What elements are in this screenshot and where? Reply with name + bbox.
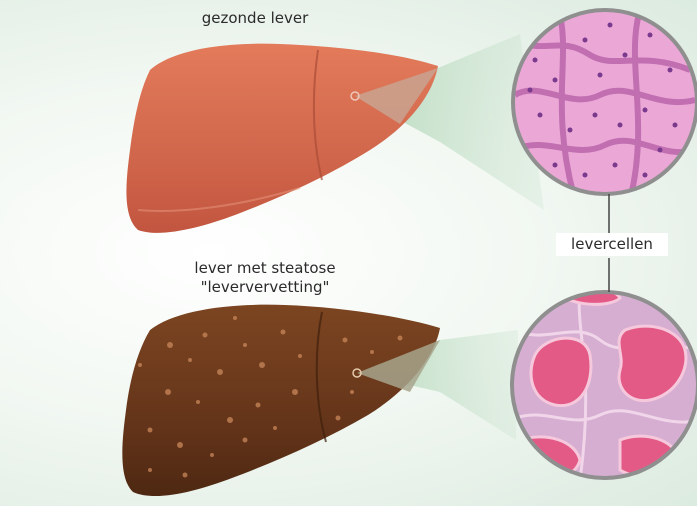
fatty-tissue-micrograph	[505, 285, 697, 485]
fatty-liver	[122, 305, 440, 496]
healthy-liver-label: gezonde lever	[180, 9, 330, 28]
fatty-liver-label-line2: "leververvetting"	[170, 278, 360, 297]
fatty-liver-label: lever met steatose "leververvetting"	[170, 259, 360, 297]
liver-cells-label: levercellen	[556, 233, 668, 256]
healthy-liver	[126, 44, 438, 233]
fatty-liver-label-line1: lever met steatose	[170, 259, 360, 278]
